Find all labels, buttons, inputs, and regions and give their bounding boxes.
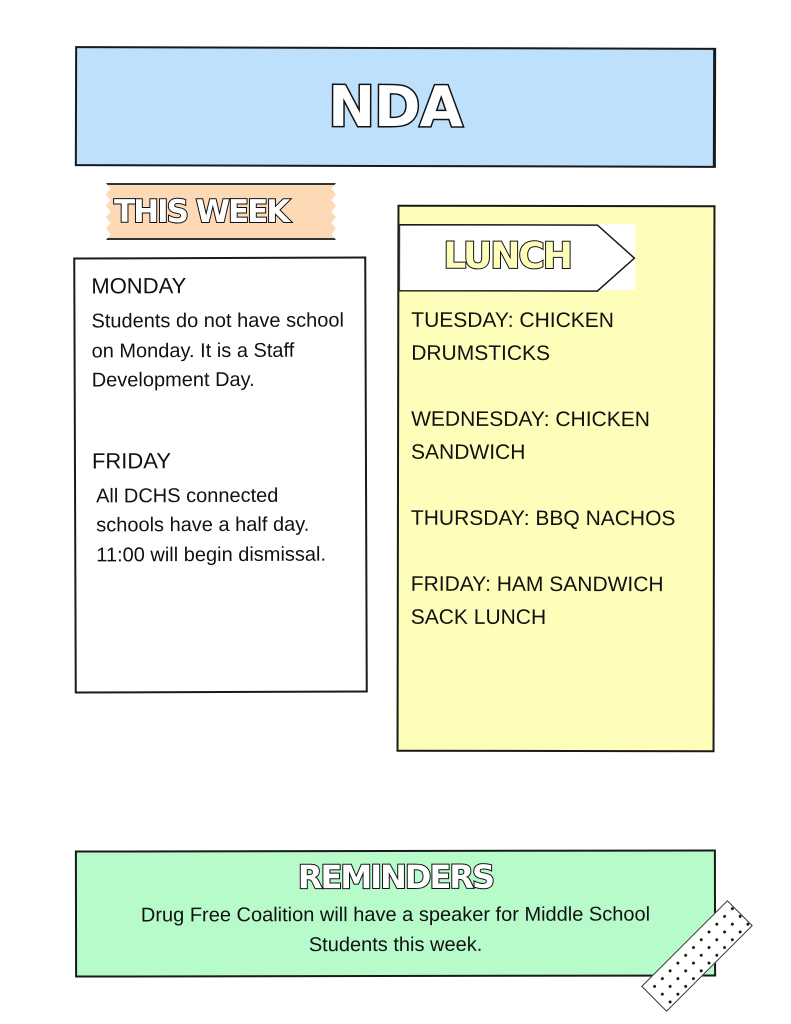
lunch-item-wednesday: WEDNESDAY: CHICKEN SANDWICH <box>411 407 650 464</box>
lunch-arrow-banner: LUNCH <box>399 223 636 292</box>
lunch-panel: LUNCH TUESDAY: CHICKEN DRUMSTICKS WEDNES… <box>396 204 716 753</box>
reminders-text: Drug Free Coalition will have a speaker … <box>140 903 651 957</box>
reminders-title: REMINDERS <box>297 857 494 897</box>
monday-label: MONDAY <box>91 273 187 299</box>
monday-block: MONDAY Students do not have school on Mo… <box>91 271 348 396</box>
friday-text: All DCHS connected schools have a half d… <box>96 484 327 566</box>
monday-text: Students do not have school on Monday. I… <box>91 309 344 392</box>
header-banner: NDA <box>74 46 717 168</box>
this-week-tag: THIS WEEK <box>106 183 336 240</box>
arrow-banner-icon <box>399 223 636 292</box>
lunch-title: LUNCH <box>442 235 572 278</box>
friday-block: FRIDAY All DCHS connected schools have a… <box>92 445 349 570</box>
lunch-menu-list: TUESDAY: CHICKEN DRUMSTICKS WEDNESDAY: C… <box>411 304 704 668</box>
this-week-title: THIS WEEK <box>113 193 291 231</box>
friday-label: FRIDAY <box>91 447 172 473</box>
reminders-panel: REMINDERS Drug Free Coalition will have … <box>74 849 717 978</box>
page-title: NDA <box>327 73 464 141</box>
lunch-item-friday: FRIDAY: HAM SANDWICH SACK LUNCH <box>410 572 664 629</box>
this-week-panel: MONDAY Students do not have school on Mo… <box>73 256 368 694</box>
lunch-item-tuesday: TUESDAY: CHICKEN DRUMSTICKS <box>411 308 614 365</box>
lunch-item-thursday: THURSDAY: BBQ NACHOS <box>410 506 676 531</box>
